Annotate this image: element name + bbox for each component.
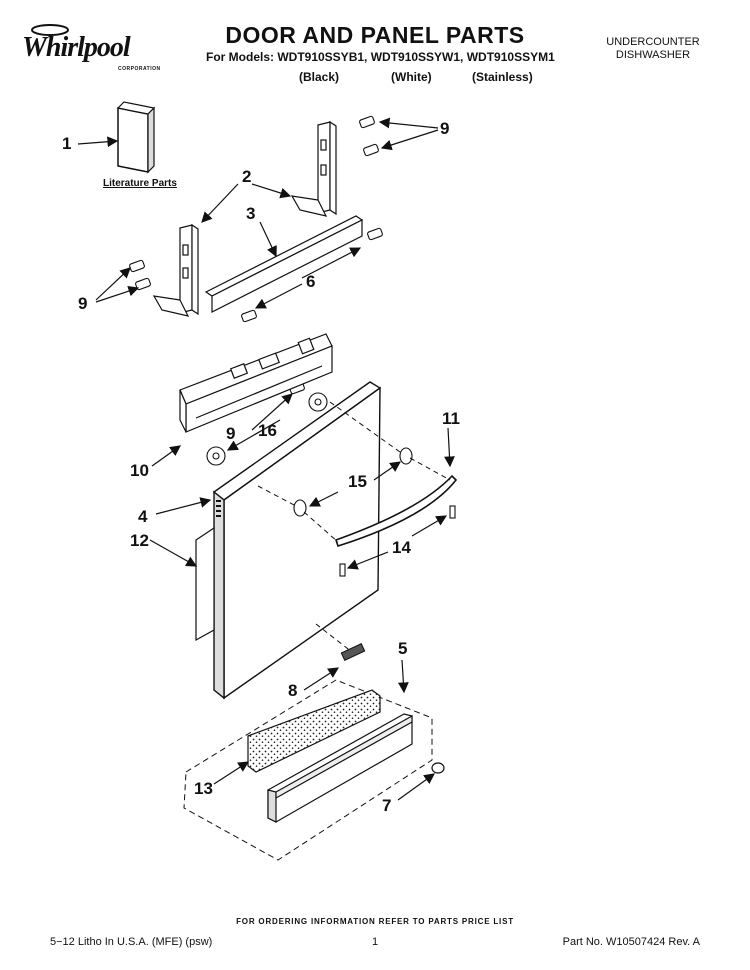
leader-line-11 [444,427,455,468]
callout-13: 13 [194,779,213,798]
part-hinge-bracket-right [290,120,337,217]
leader-line-9c [95,267,131,301]
callout-7: 7 [382,796,392,815]
page-title: DOOR AND PANEL PARTS [225,22,525,48]
part-handle-standoffs [293,447,413,517]
callout-6: 6 [306,272,316,291]
leader-line-5 [398,659,409,694]
leader-line-15a [308,491,339,507]
logo-corporation: CORPORATION [118,66,161,72]
part-number: Part No. W10507424 Rev. A [562,936,700,948]
callout-5: 5 [398,639,408,658]
callout-14: 14 [392,538,411,557]
leader-line-6b [254,283,303,309]
part-literature-booklet [116,101,156,174]
leader-line-3 [259,221,277,258]
part-toe-panel [267,713,445,823]
callout-1: 1 [62,134,72,153]
leader-line-16 [226,419,281,451]
leader-line-10 [151,445,181,467]
leader-line-9d [95,285,140,303]
leader-line-12 [149,539,198,567]
leader-line-15b [373,461,401,481]
part-door-handle [334,474,458,548]
category-line-2: DISHWASHER [615,49,691,61]
leader-line-14a [346,551,389,570]
logo-wordmark: Whirlpool [22,32,131,63]
leader-line-7 [397,773,435,801]
literature-parts-label: Literature Parts [103,178,177,189]
variant-black: (Black) [299,70,340,84]
category-line-1: UNDERCOUNTER [606,36,700,48]
assembly-guide-lines [257,401,451,653]
part-hinge-bracket-left [152,223,199,317]
litho-info: 5−12 Litho In U.S.A. (MFE) (psw) [50,936,213,948]
callout-15: 15 [348,472,367,491]
leader-line-9a [378,117,439,129]
variant-white: (White) [391,70,432,84]
leader-line-2a [251,183,292,199]
callout-2: 2 [242,167,252,186]
part-insulation-sheet [195,526,215,642]
callout-12: 12 [130,531,149,550]
callout-10: 10 [130,461,149,480]
part-support-bar [204,215,364,313]
leader-line-4 [155,497,212,515]
variant-stainless: (Stainless) [472,70,533,84]
callout-11: 11 [442,409,460,428]
page-number: 1 [372,936,379,948]
ordering-note: FOR ORDERING INFORMATION REFER TO PARTS … [236,917,514,926]
callout-9c: 9 [226,424,236,443]
callout-3: 3 [246,204,256,223]
model-list: For Models: WDT910SSYB1, WDT910SSYW1, WD… [206,50,555,64]
callout-9b: 9 [78,294,88,313]
leader-line-14b [411,515,448,537]
leader-line-2b [201,183,239,223]
callout-8: 8 [288,681,298,700]
appliance-category: UNDERCOUNTER DISHWASHER [598,36,708,62]
leader-line-8 [303,667,340,691]
bottom-panel-group-outline [183,679,433,861]
part-handle-pins [339,505,456,577]
callout-4: 4 [138,507,148,526]
part-control-assembly [179,333,333,433]
leader-line-9e [251,393,293,431]
whirlpool-logo: Whirlpool CORPORATION [22,18,172,74]
part-spacers [206,392,328,466]
callout-16: 16 [258,421,277,440]
leader-line-1 [77,136,119,148]
leader-line-9b [380,129,439,151]
callout-9a: 9 [440,119,450,138]
leader-line-13 [213,761,250,785]
part-door-panel [212,381,382,700]
part-badge [340,643,366,661]
leader-line-6a [301,247,362,279]
part-screws [129,115,383,395]
logo-swoosh-icon [31,24,69,36]
